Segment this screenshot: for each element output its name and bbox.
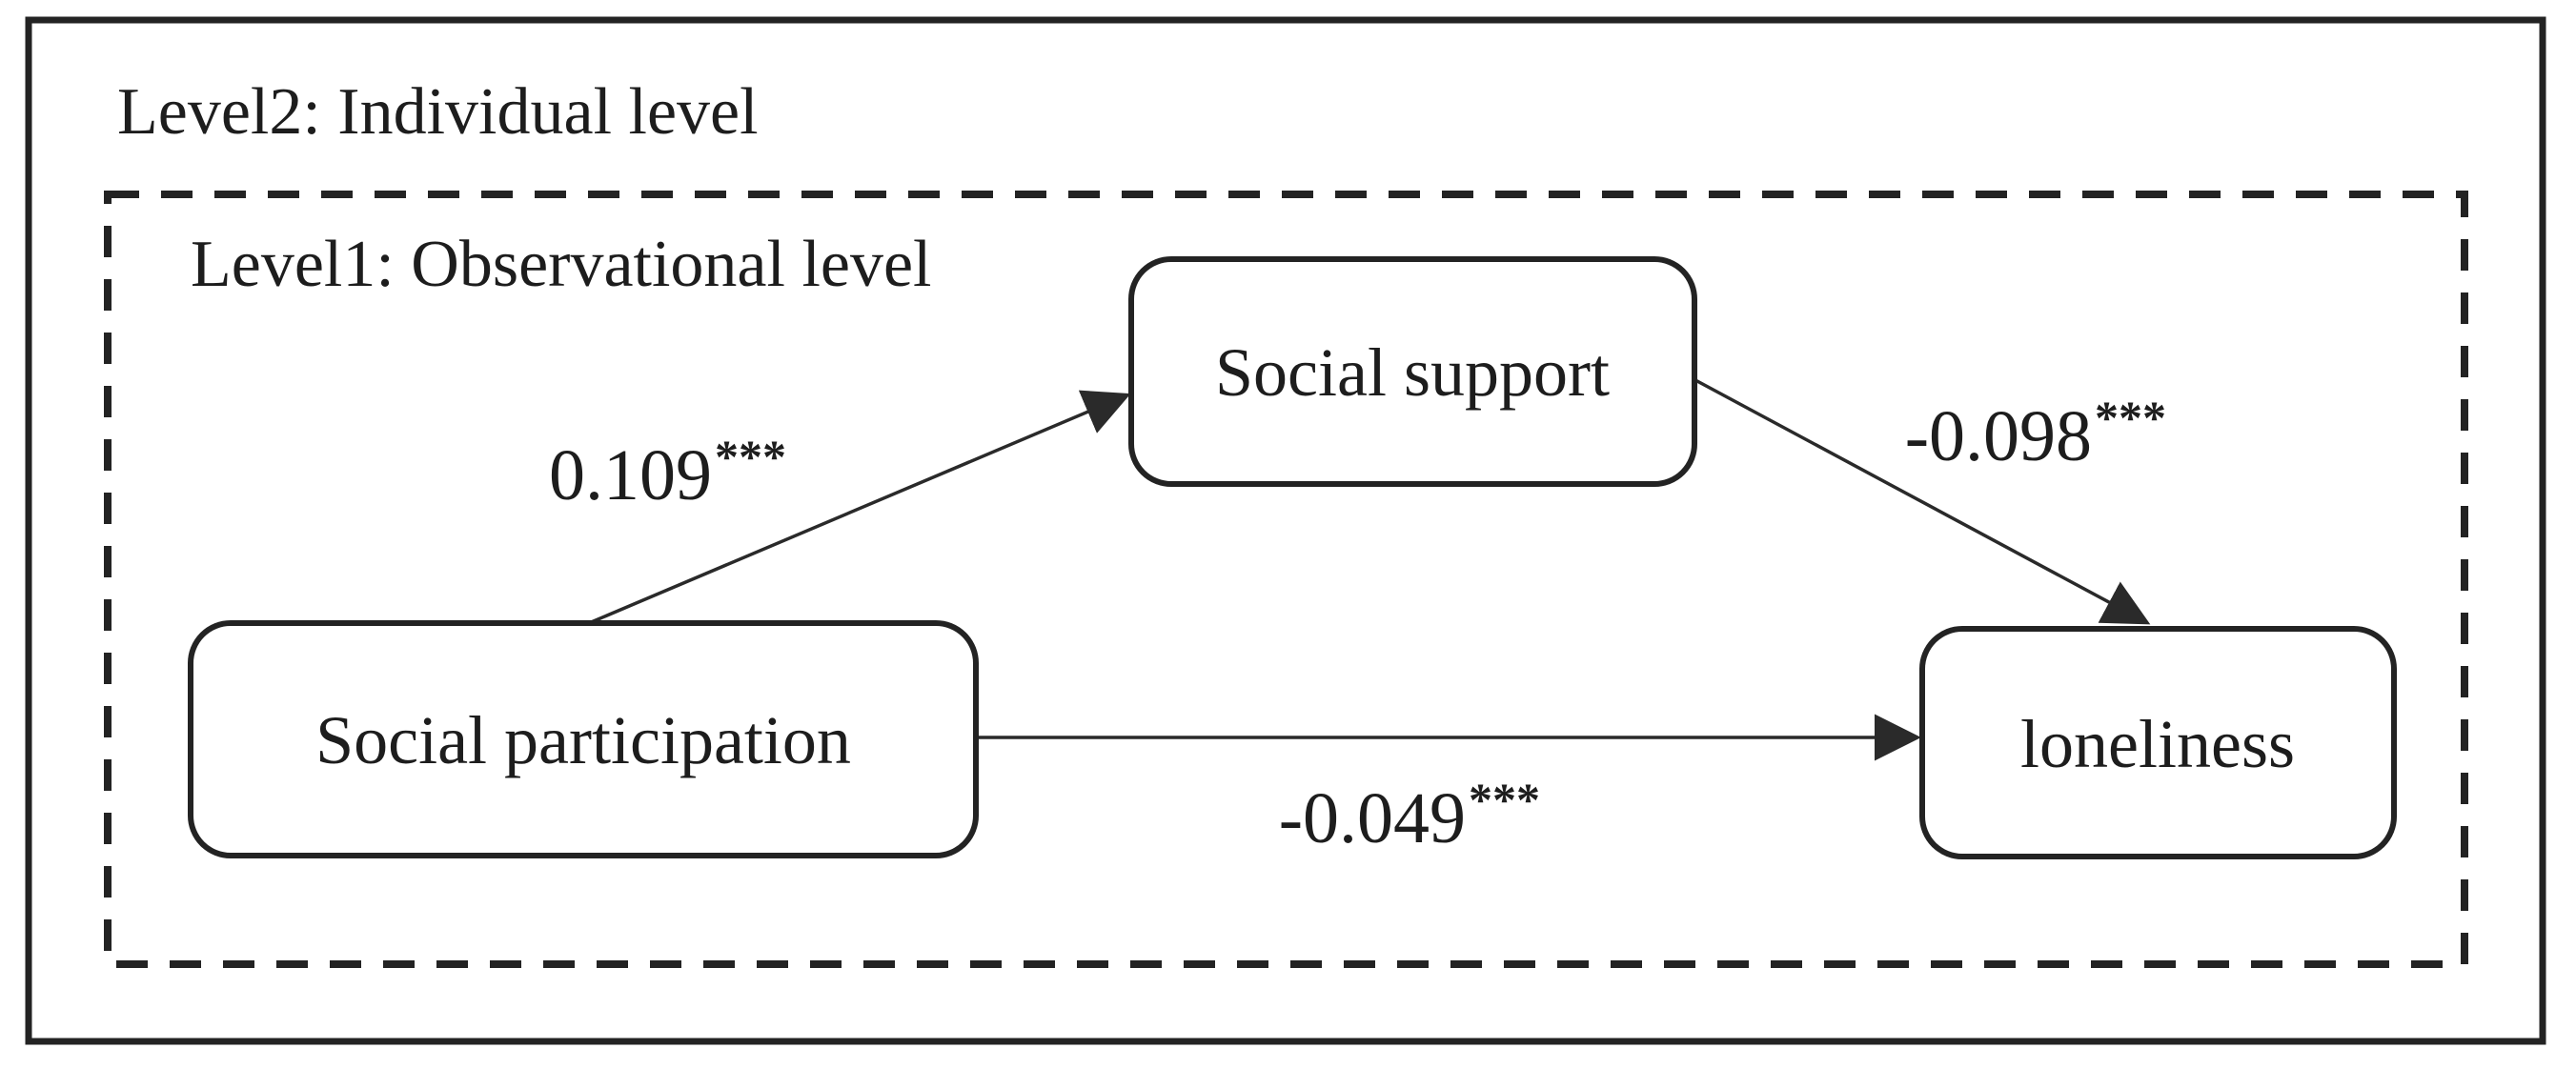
observational-level-frame: [104, 191, 2468, 968]
node-loneliness-label: loneliness: [2020, 706, 2295, 782]
individual-level-label: Level2: Individual level: [117, 75, 759, 149]
path-arrow-mediator-to-outcome: [1694, 378, 2151, 625]
node-social-participation: Social participation: [188, 620, 979, 858]
coefficient-predictor-to-outcome: -0.049: [1279, 778, 1466, 858]
node-social-support: Social support: [1128, 256, 1697, 487]
coefficient-mediator-to-outcome: -0.098: [1905, 396, 2092, 476]
node-social-participation-label: Social participation: [315, 702, 851, 778]
individual-level-frame: [25, 16, 2546, 1045]
coefficient-predictor-to-mediator: 0.109: [549, 435, 712, 515]
node-social-support-box: [1128, 256, 1697, 487]
node-loneliness-box: [1919, 626, 2397, 859]
path-arrow-predictor-to-mediator: [588, 390, 1131, 625]
node-social-participation-box: [188, 620, 979, 858]
significance-predictor-to-mediator: ***: [715, 430, 786, 483]
significance-mediator-to-outcome: ***: [2095, 391, 2166, 444]
observational-level-label: Level1: Observational level: [191, 228, 932, 301]
node-loneliness: loneliness: [1919, 626, 2397, 859]
node-social-support-label: Social support: [1215, 334, 1610, 411]
significance-predictor-to-outcome: ***: [1469, 773, 1540, 826]
